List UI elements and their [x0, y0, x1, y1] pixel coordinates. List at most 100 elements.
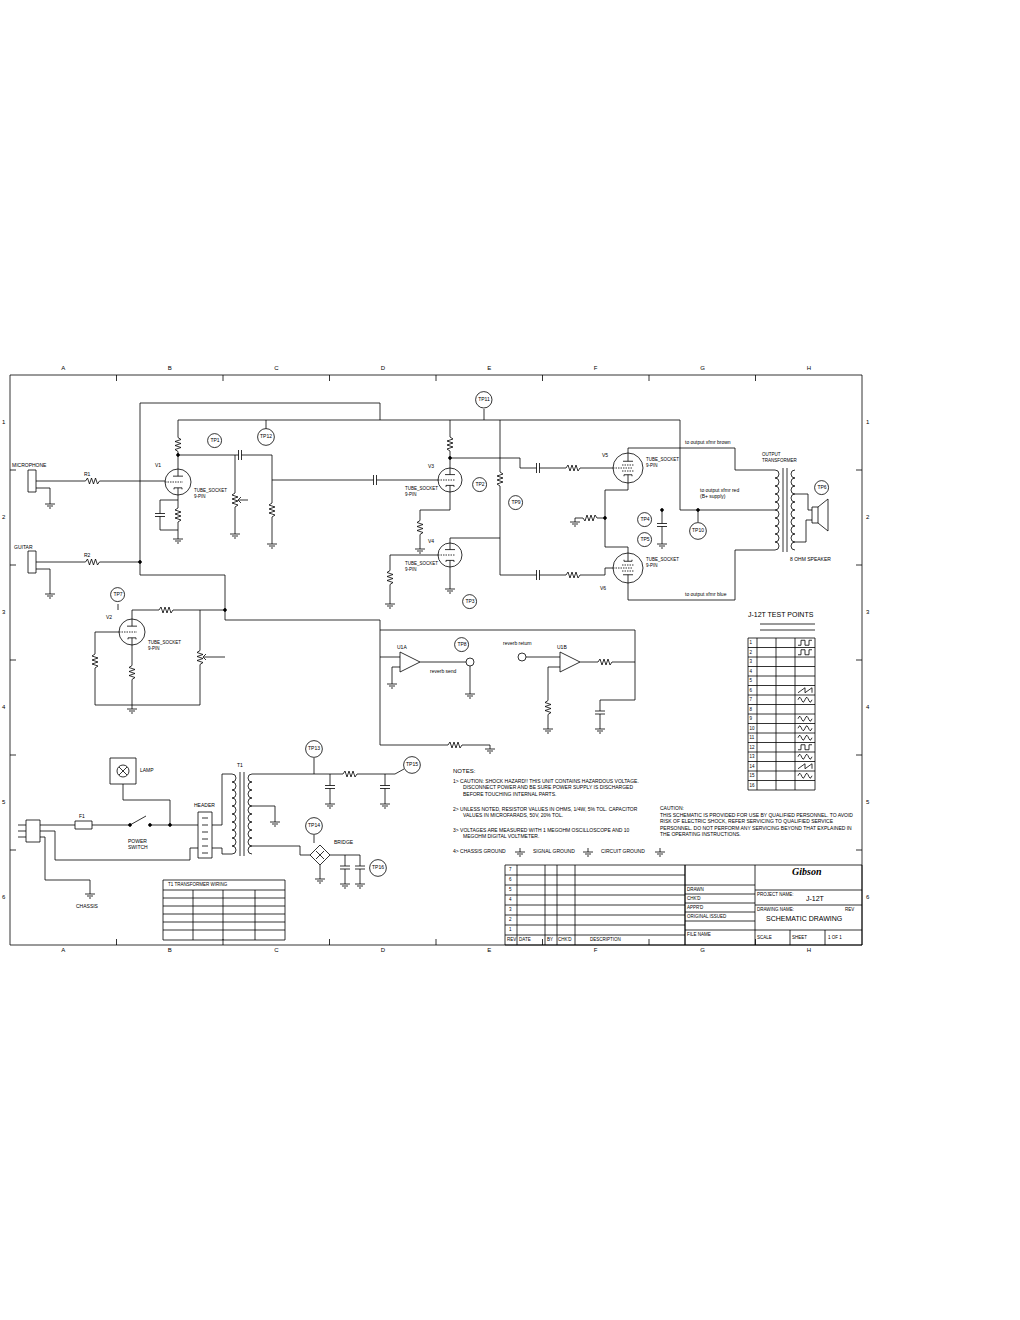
table-rule [748, 733, 815, 734]
jack-name: GUITAR [14, 544, 33, 550]
table-rule [505, 885, 685, 886]
tube-plate [132, 619, 133, 626]
resistor-symbol [497, 420, 503, 538]
tube-symbol [119, 619, 145, 645]
zone-tick [329, 375, 330, 381]
table-rule [776, 638, 777, 790]
plug-prong [18, 825, 26, 826]
table-cell: 1 [509, 927, 512, 933]
tube-suppressor-grid [622, 565, 634, 566]
wire-note: to output xfmr red (B+ supply) [700, 487, 748, 500]
tube-grid [165, 482, 183, 483]
part-name: CHASSIS [76, 903, 98, 909]
table-rule [685, 930, 755, 931]
table-rule [685, 885, 755, 886]
ground-symbol [515, 848, 525, 856]
part-designator: V5 [602, 452, 608, 458]
test-point: TP9 [508, 495, 523, 510]
transformer-core [240, 772, 241, 856]
transformer-core [783, 468, 784, 552]
table-cell: 4 [509, 897, 512, 903]
test-point: TP15 [403, 756, 421, 774]
test-point: TP12 [257, 428, 275, 446]
table-rule [748, 752, 815, 753]
part-designator: V3 [428, 463, 434, 469]
resistor-symbol [590, 659, 620, 665]
note-text: CIRCUIT GROUND [601, 848, 645, 854]
zone-tick [329, 939, 330, 945]
waveform-icon [798, 688, 812, 693]
tube-symbol [613, 553, 643, 583]
table-rule [557, 865, 558, 945]
caution-text: THIS SCHEMATIC IS PROVIDED FOR USE BY QU… [660, 812, 855, 837]
part-name: OUTPUT TRANSFORMER [762, 452, 804, 463]
table-cell: 10 [750, 726, 755, 732]
table-rule [545, 865, 546, 945]
table-rule [163, 922, 285, 923]
wire [36, 481, 70, 482]
zone-tick [116, 939, 117, 945]
table-rule [163, 906, 285, 907]
table-rule [755, 890, 862, 891]
test-point-outline [404, 757, 421, 774]
test-point: TP2 [472, 477, 487, 492]
wire [500, 538, 530, 575]
zone-tick [755, 375, 756, 381]
table-rule [755, 905, 862, 906]
test-point-label: TP12 [260, 434, 272, 440]
wire [115, 562, 430, 745]
wire [600, 700, 635, 701]
table-cell: 13 [750, 754, 755, 760]
table-cell: 2 [750, 650, 753, 656]
ground-symbol [570, 518, 580, 526]
wire [92, 825, 130, 826]
ground-symbol [230, 530, 240, 538]
tube-grid [613, 568, 633, 569]
power-plug [26, 820, 40, 842]
pilot-lamp [119, 767, 127, 775]
zone-number: 3 [866, 609, 869, 617]
ground-symbol [173, 535, 183, 543]
table-cell: 8 [750, 707, 753, 713]
zone-letter: H [807, 947, 811, 955]
wire [470, 666, 471, 690]
resistor-symbol [387, 555, 393, 600]
revision-table [505, 865, 685, 945]
wire [132, 610, 133, 619]
wire [200, 690, 201, 705]
tube-symbol [438, 543, 462, 567]
bridge-rectifier [316, 851, 324, 859]
junction-dot [139, 561, 142, 564]
part-name: POWER SWITCH [128, 838, 158, 851]
tube-cathode [450, 560, 451, 567]
speaker-symbol [812, 507, 818, 523]
test-point-outline [473, 478, 487, 492]
leader-line [314, 758, 315, 774]
wire [392, 667, 400, 680]
table-cell: 3 [509, 907, 512, 913]
part-designator: T1 [237, 762, 243, 768]
table-rule [163, 930, 285, 931]
part-value: TUBE_SOCKET 9-PIN [646, 457, 678, 468]
capacitor-symbol [325, 774, 335, 800]
waveform-icon [798, 735, 812, 740]
test-point-outline [463, 595, 477, 609]
wire [140, 403, 141, 562]
test-point: TP13 [305, 740, 323, 758]
table-rule [748, 714, 815, 715]
capacitor-symbol [657, 510, 667, 540]
table-header: DESCRIPTION [590, 937, 621, 943]
table-cell: 6 [509, 877, 512, 883]
resistor-symbol [430, 742, 480, 748]
speaker-symbol [818, 499, 828, 531]
table-cell: 11 [750, 735, 755, 741]
resistor-symbol [417, 510, 423, 545]
wire [150, 825, 198, 826]
test-point: TP8 [454, 637, 469, 652]
wire [450, 567, 451, 585]
transformer-winding [775, 470, 779, 550]
resistor-symbol [132, 607, 200, 613]
tube-screen-grid [622, 571, 634, 572]
part-designator: V1 [155, 462, 161, 468]
